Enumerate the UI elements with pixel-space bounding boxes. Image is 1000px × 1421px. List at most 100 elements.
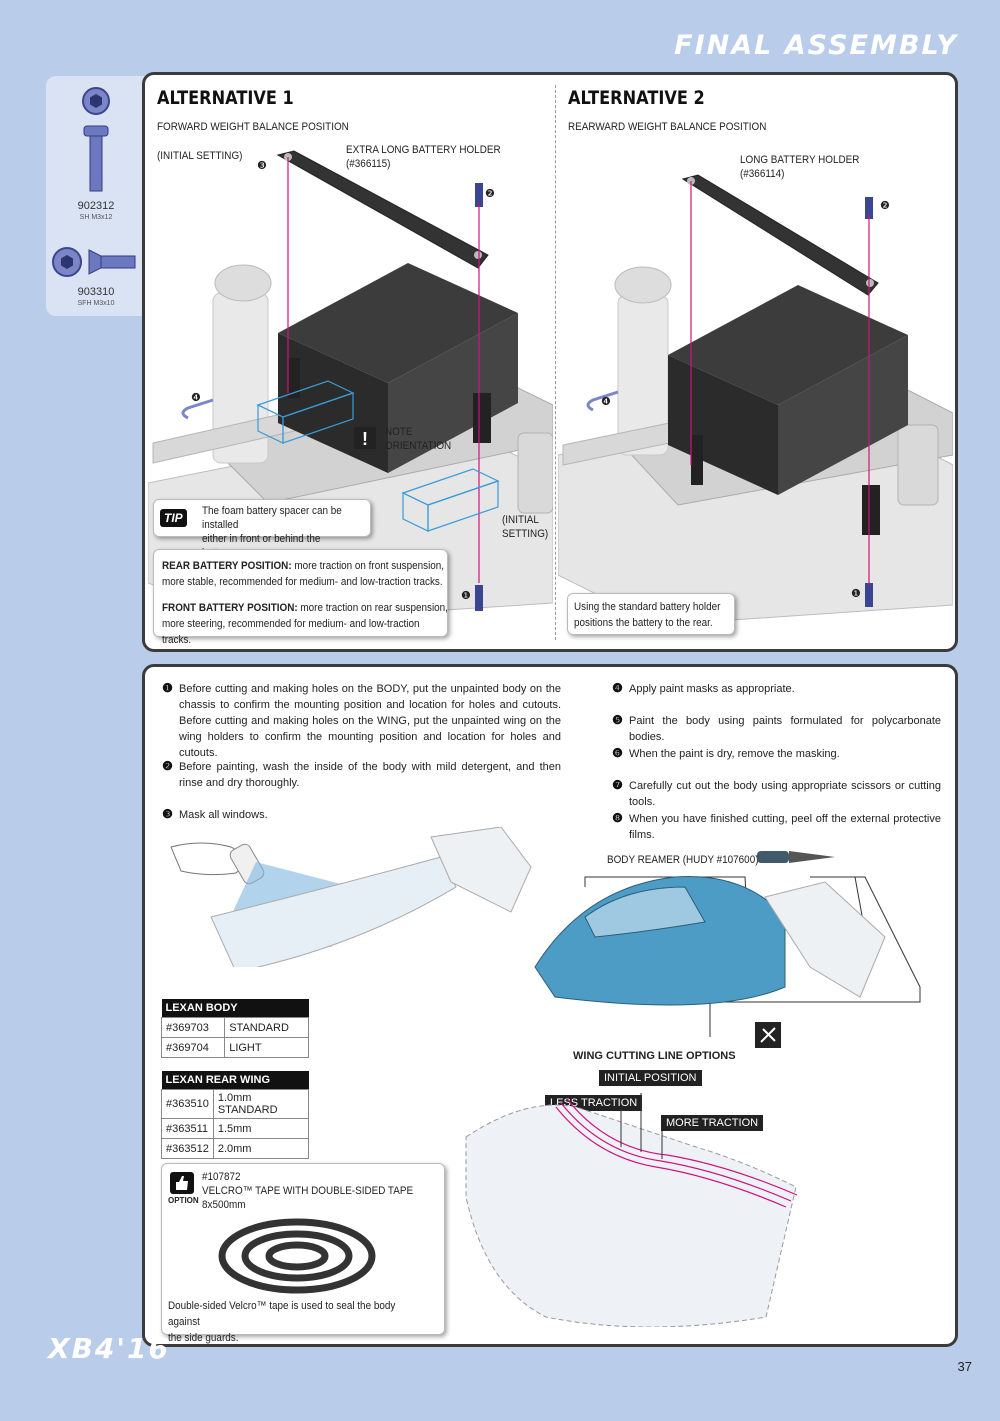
note-orientation-label: NOTE ORIENTATION [385, 425, 451, 453]
holder-label-part: (#366114) [740, 168, 785, 180]
thumbs-up-icon [170, 1172, 194, 1194]
setting-label-line: SETTING) [502, 528, 549, 540]
alt2-subtitle: REARWARD WEIGHT BALANCE POSITION [568, 121, 767, 133]
alt2-assembly-illustration [558, 174, 953, 625]
flat-head-screw-icon [52, 247, 136, 277]
part-code: 903310 [77, 286, 115, 298]
callout-1: ❶ [461, 590, 471, 602]
step-text: Before cutting and making holes on the B… [179, 683, 561, 759]
alt1-initial-setting: (INITIAL SETTING) [157, 150, 243, 162]
option-name: VELCRO™ TAPE WITH DOUBLE-SIDED TAPE 8x50… [202, 1185, 414, 1211]
part-number: #369704 [160, 1037, 226, 1058]
initial-label-line: (INITIAL [502, 514, 539, 526]
step-item: ❸ Mask all windows. [161, 807, 561, 823]
rear-position-text2: more stable, recommended for medium- and… [162, 576, 443, 588]
body-preparation-panel: ❶ Before cutting and making holes on the… [142, 664, 958, 1347]
step-number: ❺ [612, 713, 623, 727]
battery-position-panel: ALTERNATIVE 1 FORWARD WEIGHT BALANCE POS… [142, 72, 958, 652]
more-traction-tag: MORE TRACTION [661, 1115, 764, 1131]
step-text: Before painting, wash the inside of the … [179, 761, 561, 789]
tip-box: TIP The foam battery spacer can be insta… [153, 499, 371, 559]
callout-2: ❷ [485, 188, 495, 200]
alt1-title: ALTERNATIVE 1 [157, 87, 294, 109]
step-item: ❽ When you have finished cutting, peel o… [611, 811, 941, 843]
step-item: ❹ Apply paint masks as appropriate. [611, 681, 941, 697]
lexan-wing-header: LEXAN REAR WING [161, 1071, 309, 1090]
alt1-subtitle: FORWARD WEIGHT BALANCE POSITION [157, 121, 349, 133]
battery-position-info: REAR BATTERY POSITION: more traction on … [153, 549, 448, 646]
part-name: 1.5mm [212, 1118, 310, 1139]
tip-badge: TIP [160, 509, 187, 527]
wing-cutting-title: WING CUTTING LINE OPTIONS [573, 1050, 736, 1062]
option-box: OPTION #107872 VELCRO™ TAPE WITH DOUBLE-… [161, 1163, 445, 1344]
rear-wing-illustration [465, 1093, 798, 1327]
step-number: ❸ [162, 807, 173, 821]
step-item: ❷ Before painting, wash the inside of th… [161, 759, 561, 791]
step-text: Mask all windows. [179, 809, 268, 821]
part-number: #369703 [160, 1017, 226, 1038]
part-desc: SH M3x12 [79, 214, 113, 221]
step-item: ❶ Before cutting and making holes on the… [161, 681, 561, 761]
svg-text:!: ! [362, 429, 368, 449]
alt2-note-line: positions the battery to the rear. [574, 617, 713, 629]
step-text: Apply paint masks as appropriate. [629, 683, 795, 695]
step-item: ❺ Paint the body using paints formulated… [611, 713, 941, 745]
lexan-body-header: LEXAN BODY [161, 999, 309, 1018]
initial-setting-label: (INITIAL SETTING) [502, 513, 548, 541]
front-position-text2: more steering, recommended for medium- a… [162, 618, 420, 646]
callout-3: ❸ [257, 160, 267, 172]
part-name: 2.0mm [212, 1138, 310, 1159]
step-item: ❼ Carefully cut out the body using appro… [611, 778, 941, 810]
holder-label-part: (#366115) [346, 158, 391, 170]
step-number: ❷ [162, 759, 173, 773]
step-text: When the paint is dry, remove the maskin… [629, 748, 840, 760]
callout-4: ❹ [601, 396, 611, 408]
front-position-label: FRONT BATTERY POSITION: [162, 602, 298, 614]
initial-position-tag: INITIAL POSITION [599, 1070, 702, 1086]
part-name: LIGHT [224, 1037, 309, 1058]
rear-position-label: REAR BATTERY POSITION: [162, 560, 292, 572]
alt2-title: ALTERNATIVE 2 [568, 87, 705, 109]
rear-position-text: more traction on front suspension, [291, 560, 445, 572]
option-desc: Double-sided Velcro™ tape is used to sea… [168, 1298, 416, 1346]
velcro-tape-illustration [218, 1218, 376, 1294]
step-number: ❶ [162, 681, 173, 695]
part-name: 1.0mm STANDARD [212, 1089, 310, 1119]
alternatives-divider [555, 85, 556, 640]
part-name: STANDARD [224, 1017, 309, 1038]
tip-line: The foam battery spacer can be installed [202, 505, 342, 531]
step-text: Paint the body using paints formulated f… [629, 715, 941, 743]
step-number: ❻ [612, 746, 623, 760]
parts-panel: 902312 SH M3x12 903310 SFH M3x10 [46, 76, 146, 316]
front-position-text: more traction on rear suspension, [297, 602, 448, 614]
part-number: #363511 [161, 1118, 214, 1139]
socket-head-screw-icon [82, 87, 110, 192]
orientation-label: ORIENTATION [385, 440, 452, 452]
part-number: #363512 [161, 1138, 214, 1159]
long-holder-label: LONG BATTERY HOLDER (#366114) [740, 153, 859, 181]
step-number: ❹ [612, 681, 623, 695]
callout-4: ❹ [191, 392, 201, 404]
part-number: #363510 [161, 1089, 214, 1119]
body-reamer-label: BODY REAMER (HUDY #107600) [607, 854, 759, 866]
page-number: 37 [957, 1359, 972, 1374]
option-code: #107872 [202, 1171, 241, 1183]
option-badge: OPTION [168, 1196, 199, 1205]
option-desc-line: the side guards. [168, 1332, 239, 1344]
callout-1: ❶ [851, 588, 861, 600]
alt2-note-line: Using the standard battery holder [574, 601, 721, 613]
step-text: When you have finished cutting, peel off… [629, 813, 941, 841]
step-text: Carefully cut out the body using appropr… [629, 780, 941, 808]
product-logo: XB4'16 [48, 1332, 170, 1365]
page-header-title: FINAL ASSEMBLY [674, 30, 958, 61]
option-desc-line: Double-sided Velcro™ tape is used to sea… [168, 1300, 396, 1328]
step-number: ❽ [612, 811, 623, 825]
alt2-note-box: Using the standard battery holder positi… [567, 593, 735, 635]
step-number: ❼ [612, 778, 623, 792]
extra-long-holder-label: EXTRA LONG BATTERY HOLDER (#366115) [346, 143, 501, 171]
step-item: ❻ When the paint is dry, remove the mask… [611, 746, 941, 762]
holder-label-line: EXTRA LONG BATTERY HOLDER [346, 144, 501, 156]
spray-painting-illustration [170, 827, 532, 967]
